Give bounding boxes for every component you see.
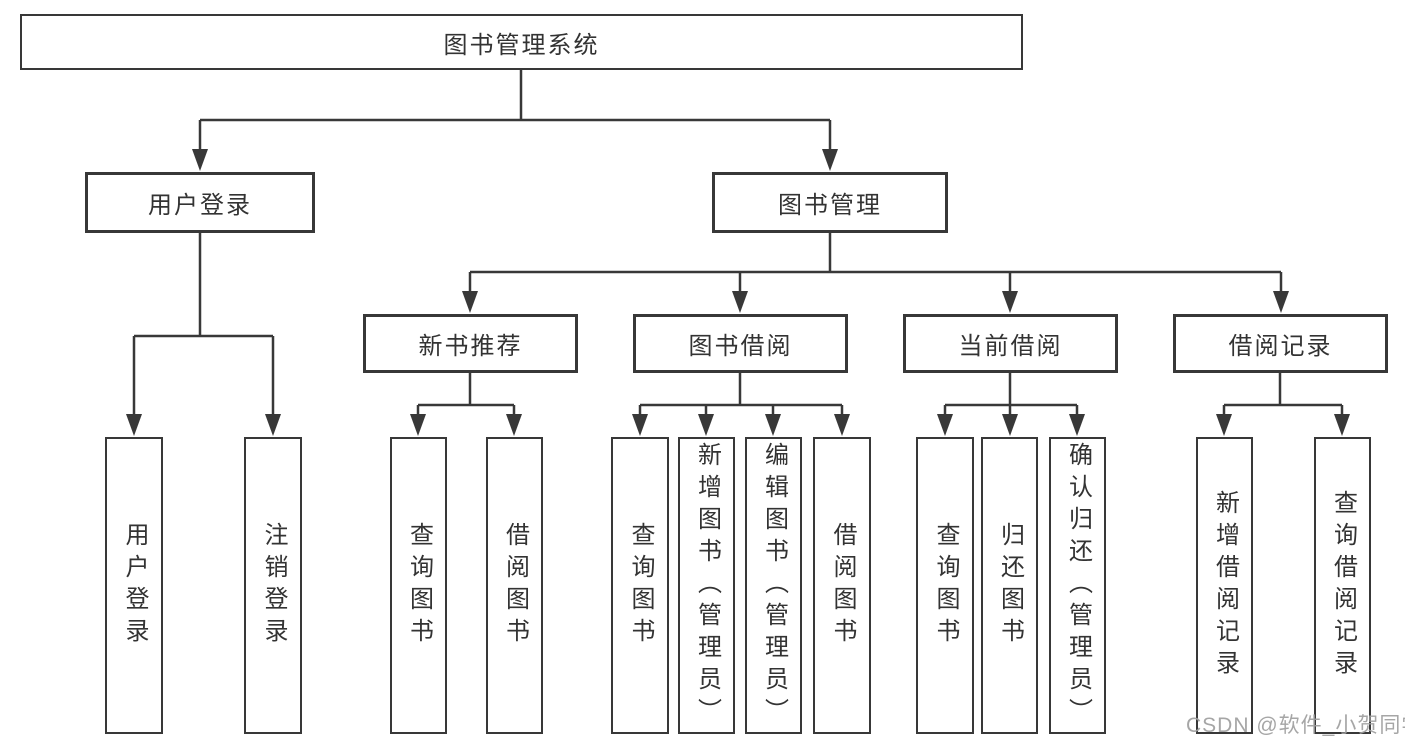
node-new-book-recommend-label: 新书推荐: [418, 333, 523, 360]
leaf-user-login: 用户登录: [105, 437, 163, 734]
node-book-borrow: 图书借阅: [633, 314, 848, 373]
leaf-query-borrow-record-label: 查询借阅记录: [1329, 489, 1357, 682]
leaf-borrow-books-recommend: 借阅图书: [486, 437, 543, 734]
leaf-query-books-borrow: 查询图书: [611, 437, 669, 734]
node-user-login: 用户登录: [85, 172, 315, 233]
leaf-query-books-recommend: 查询图书: [390, 437, 447, 734]
leaf-query-borrow-record: 查询借阅记录: [1314, 437, 1371, 734]
leaf-confirm-return-admin-label: 确认归还（管理员）: [1064, 441, 1092, 730]
csdn-watermark: CSDN @软件_小贺同学: [1186, 714, 1405, 737]
node-user-login-label: 用户登录: [148, 192, 252, 219]
leaf-logout-label: 注销登录: [260, 521, 287, 650]
node-book-borrow-label: 图书借阅: [688, 333, 793, 360]
leaf-query-books-current-label: 查询图书: [932, 521, 959, 650]
leaf-borrow-books: 借阅图书: [813, 437, 871, 734]
node-new-book-recommend: 新书推荐: [363, 314, 578, 373]
leaf-edit-books-admin: 编辑图书（管理员）: [745, 437, 802, 734]
leaf-borrow-books-label: 借阅图书: [829, 521, 856, 650]
leaf-query-books-recommend-label: 查询图书: [405, 521, 433, 650]
leaf-return-books-label: 归还图书: [996, 521, 1024, 650]
leaf-logout: 注销登录: [244, 437, 302, 734]
leaf-borrow-books-recommend-label: 借阅图书: [501, 521, 529, 650]
node-borrow-records: 借阅记录: [1173, 314, 1388, 373]
node-root-label: 图书管理系统: [443, 31, 600, 59]
leaf-query-books-borrow-label: 查询图书: [627, 521, 654, 650]
leaf-add-borrow-record: 新增借阅记录: [1196, 437, 1253, 734]
node-borrow-records-label: 借阅记录: [1228, 333, 1333, 360]
leaf-confirm-return-admin: 确认归还（管理员）: [1049, 437, 1106, 734]
leaf-add-borrow-record-label: 新增借阅记录: [1211, 489, 1239, 682]
node-root: 图书管理系统: [20, 14, 1023, 70]
leaf-return-books: 归还图书: [981, 437, 1038, 734]
leaf-add-books-admin-label: 新增图书（管理员）: [693, 441, 721, 730]
node-current-borrow-label: 当前借阅: [958, 333, 1063, 360]
leaf-edit-books-admin-label: 编辑图书（管理员）: [760, 441, 788, 730]
node-book-management-label: 图书管理: [778, 192, 882, 219]
node-book-management: 图书管理: [712, 172, 948, 233]
leaf-query-books-current: 查询图书: [916, 437, 974, 734]
leaf-user-login-label: 用户登录: [121, 521, 148, 650]
leaf-add-books-admin: 新增图书（管理员）: [678, 437, 735, 734]
node-current-borrow: 当前借阅: [903, 314, 1118, 373]
